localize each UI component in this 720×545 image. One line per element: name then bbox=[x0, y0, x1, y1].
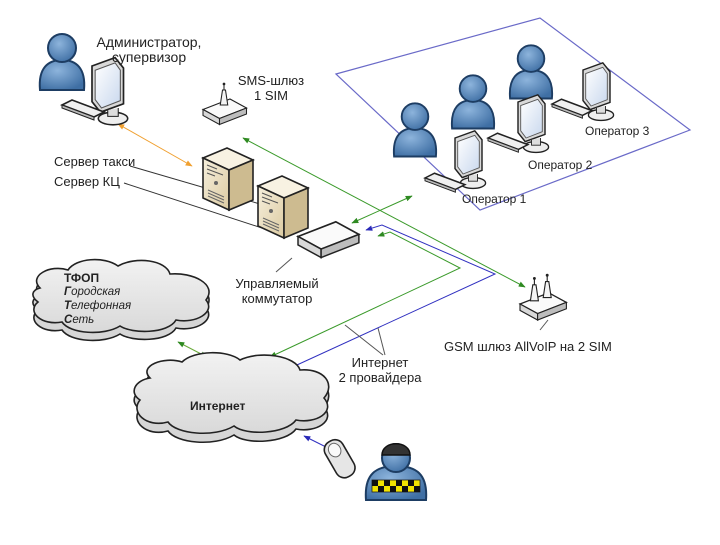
mobile-phone-icon bbox=[323, 438, 356, 479]
pstn-line-1-initial: Г bbox=[64, 286, 72, 298]
admin-label-line1: Администратор, bbox=[96, 34, 202, 50]
taxi-checker-band bbox=[371, 479, 421, 493]
internet-providers-label-line2: 2 провайдера bbox=[338, 370, 422, 385]
operator1-person-icon bbox=[392, 102, 438, 158]
operator3-label: Оператор 3 bbox=[585, 124, 650, 138]
admin-person-icon bbox=[38, 33, 86, 91]
pstn-line-3-initial: С bbox=[64, 314, 73, 326]
admin-label: Администратор, супервизор bbox=[84, 35, 214, 65]
pstn-title: ТФОП bbox=[64, 271, 100, 285]
gsm-gateway-icon bbox=[519, 273, 568, 321]
internet-cloud-label: Интернет bbox=[190, 399, 246, 413]
link-admin-server bbox=[117, 123, 193, 167]
pstn-line-1-rest: ородская bbox=[71, 286, 121, 298]
internet-providers-label: Интернет 2 провайдера bbox=[330, 355, 430, 385]
gsm-gateway-label: GSM шлюз AllVoIP на 2 SIM bbox=[444, 339, 612, 354]
sms-gateway-label-line2: 1 SIM bbox=[254, 88, 288, 103]
taxi-driver-icon bbox=[323, 438, 428, 501]
internet-providers-label-line1: Интернет bbox=[351, 355, 409, 370]
link-provider-green bbox=[269, 231, 462, 358]
internet-cloud-icon bbox=[133, 351, 330, 444]
operator1-label: Оператор 1 bbox=[462, 192, 527, 206]
link-provider-blue bbox=[285, 224, 497, 371]
leader-cc-server bbox=[123, 182, 263, 229]
operator2-label: Оператор 2 bbox=[528, 158, 593, 172]
switch-label-line2: коммутатор bbox=[241, 291, 313, 306]
switch-label-line1: Управляемый bbox=[235, 276, 319, 291]
operator1-monitor-icon bbox=[454, 130, 487, 190]
pstn-line-3-rest: еть bbox=[72, 314, 95, 326]
leader-internet-2 bbox=[377, 327, 386, 356]
pstn-line-3: Сеть bbox=[64, 313, 131, 327]
admin-label-line2: супервизор bbox=[111, 49, 187, 65]
taxi-server-label: Сервер такси bbox=[54, 154, 136, 169]
leader-gsm bbox=[539, 319, 549, 331]
pstn-line-2: Телефонная bbox=[64, 299, 131, 313]
pstn-cloud-label: ТФОП Городская Телефонная Сеть bbox=[64, 271, 131, 327]
link-switch-operators bbox=[351, 195, 413, 224]
pstn-line-2-rest: елефонная bbox=[71, 300, 132, 312]
operator2-person-icon bbox=[450, 74, 496, 130]
leader-switch bbox=[275, 257, 293, 273]
cc-server-icon bbox=[257, 175, 309, 239]
pstn-line-2-initial: Т bbox=[64, 300, 72, 312]
links bbox=[117, 123, 549, 452]
sms-gateway-label-line1: SMS-шлюз bbox=[237, 73, 305, 88]
switch-label: Управляемый коммутатор bbox=[222, 276, 332, 306]
operator-area-outline bbox=[334, 17, 692, 211]
pstn-cloud-icon bbox=[32, 258, 210, 342]
taxi-server-icon bbox=[202, 147, 254, 211]
pstn-line-1: Городская bbox=[64, 285, 131, 299]
leader-internet-1 bbox=[344, 324, 384, 356]
cc-server-label: Сервер КЦ bbox=[54, 174, 120, 189]
sms-gateway-label: SMS-шлюз 1 SIM bbox=[236, 73, 306, 103]
operator3-person-icon bbox=[508, 44, 554, 100]
